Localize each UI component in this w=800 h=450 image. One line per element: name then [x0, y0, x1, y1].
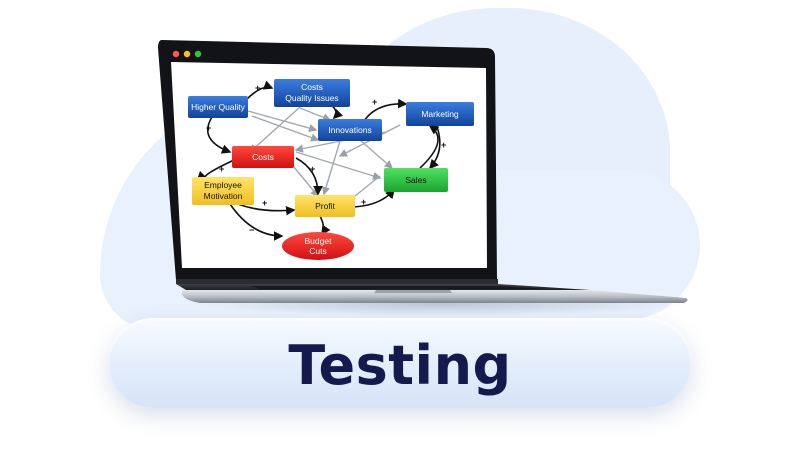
laptop-base	[182, 290, 688, 303]
minimize-dot-icon[interactable]	[183, 50, 191, 58]
svg-text:+: +	[219, 164, 224, 174]
svg-text:+: +	[255, 83, 260, 93]
svg-text:Sales: Sales	[405, 175, 426, 185]
svg-text:+: +	[262, 198, 267, 208]
svg-text:Budget: Budget	[305, 236, 333, 246]
svg-text:−: −	[249, 225, 254, 235]
svg-text:Higher Quality: Higher Quality	[191, 102, 246, 112]
keyboard-icon	[250, 286, 545, 289]
svg-text:Costs: Costs	[301, 82, 323, 92]
node-marketing[interactable]: Marketing	[406, 102, 474, 126]
svg-text:Cuts: Cuts	[309, 246, 326, 256]
svg-text:+: +	[372, 97, 377, 107]
svg-text:Motivation: Motivation	[204, 191, 243, 201]
svg-text:Innovations: Innovations	[328, 125, 371, 135]
node-higher-quality[interactable]: Higher Quality	[188, 96, 248, 118]
node-profit[interactable]: Profit	[295, 195, 355, 217]
banner-title: Testing	[288, 334, 512, 397]
svg-text:Employee: Employee	[204, 180, 242, 190]
svg-text:+: +	[310, 164, 315, 174]
laptop-hinge	[176, 279, 498, 284]
node-costs[interactable]: Costs	[232, 146, 294, 168]
svg-text:+: +	[361, 197, 366, 207]
svg-text:+: +	[441, 140, 446, 150]
maximize-dot-icon[interactable]	[194, 50, 202, 58]
node-innovations[interactable]: Innovations	[318, 119, 382, 141]
svg-text:Quality Issues: Quality Issues	[285, 93, 338, 103]
title-banner: Testing	[108, 318, 692, 408]
svg-text:Costs: Costs	[252, 152, 274, 162]
node-budget-cuts[interactable]: Budget Cuts	[282, 232, 354, 260]
diagram-black-links	[196, 80, 441, 241]
svg-text:+: +	[206, 123, 211, 133]
node-costs-quality-issues[interactable]: Costs Quality Issues	[274, 79, 350, 107]
diagram-signs: + + + + + + + − +	[206, 83, 446, 235]
svg-text:Profit: Profit	[315, 201, 335, 211]
svg-text:Marketing: Marketing	[421, 109, 459, 119]
close-dot-icon[interactable]	[172, 50, 180, 58]
trackpad-notch	[374, 290, 452, 293]
node-sales[interactable]: Sales	[384, 168, 448, 192]
node-employee-motivation[interactable]: Employee Motivation	[192, 177, 254, 205]
